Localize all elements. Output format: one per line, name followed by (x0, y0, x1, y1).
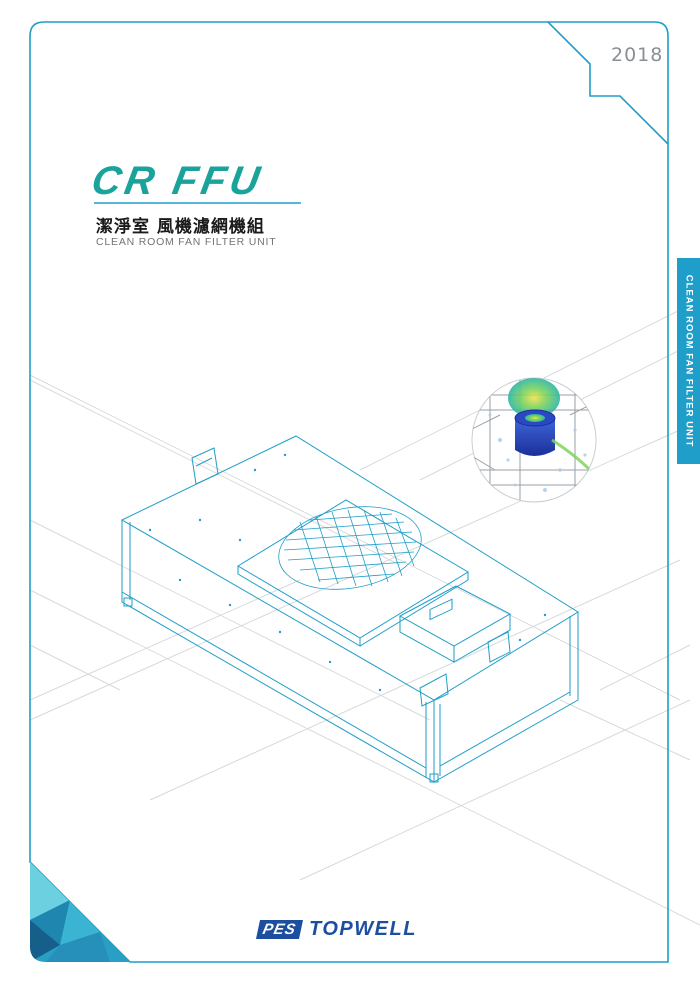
brand-name: TOPWELL (309, 917, 417, 940)
polygon-mosaic-icon (30, 862, 130, 962)
svg-text:CR FFU: CR FFU (88, 158, 266, 203)
side-tab-label: CLEAN ROOM FAN FILTER UNIT (683, 274, 694, 448)
airflow-simulation-icon (471, 377, 597, 503)
title-chinese: 潔淨室 風機濾網機組 (96, 217, 265, 237)
cr-ffu-logo: CR FFU (88, 158, 301, 204)
background-grid-lines (29, 304, 700, 926)
year-label: 2018 (611, 44, 664, 66)
brand-pes-mark: PES (255, 919, 304, 939)
brand-logo: PES TOPWELL (255, 914, 417, 944)
side-tab: CLEAN ROOM FAN FILTER UNIT (677, 258, 700, 464)
title-english: CLEAN ROOM FAN FILTER UNIT (96, 236, 277, 248)
fan-filter-unit-icon (120, 435, 579, 783)
cover-border-frame (29, 21, 669, 963)
rivet-dots (148, 453, 547, 692)
fan-grille-icon (278, 506, 422, 590)
